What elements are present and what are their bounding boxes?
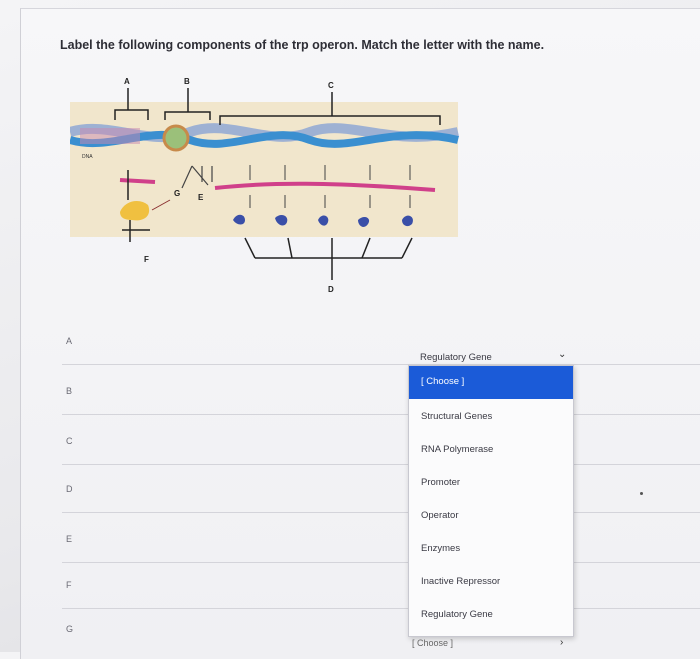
answer-label-b: B (66, 386, 73, 396)
dropdown-option-promoter[interactable]: Promoter (421, 477, 461, 488)
answer-row-f: F (62, 574, 700, 609)
operator-circle (162, 124, 190, 152)
diagram-letter-g: G (174, 189, 180, 198)
diagram-letter-a: A (124, 77, 130, 86)
answer-row-d: D (62, 478, 700, 513)
diagram-letter-e: E (198, 193, 204, 202)
dropdown-option-enzymes[interactable]: Enzymes (421, 543, 461, 554)
answer-label-g: G (66, 624, 74, 634)
dropdown-option-operator[interactable]: Operator (421, 510, 459, 521)
answer-row-e: E (62, 528, 700, 563)
trp-operon-diagram: DNA A B C G E F (70, 77, 460, 294)
dropdown-option-inactive-repressor[interactable]: Inactive Repressor (421, 576, 501, 587)
diagram-letter-c: C (328, 81, 334, 90)
chevron-down-icon: › (560, 637, 564, 648)
answer-row-g: G (62, 618, 700, 652)
diagram-letter-d: D (328, 285, 334, 294)
select-g-value: [ Choose ] (412, 638, 454, 648)
answer-label-c: C (66, 436, 73, 446)
diagram-letter-b: B (184, 77, 190, 86)
cursor-dot (640, 492, 643, 495)
diagram-letter-f: F (144, 255, 149, 264)
answer-row-a: A (62, 330, 700, 365)
answer-select-a[interactable]: Regulatory Gene ⌄ (410, 345, 570, 365)
answer-label-e: E (66, 534, 73, 544)
select-a-value: Regulatory Gene (420, 352, 492, 363)
dropdown-option-regulatory-gene[interactable]: Regulatory Gene (421, 609, 493, 620)
answer-label-d: D (66, 484, 73, 494)
dropdown-option-choose[interactable]: [ Choose ] (409, 366, 573, 399)
question-text: Label the following components of the tr… (60, 38, 545, 52)
dropdown-listbox: [ Choose ] Structural Genes RNA Polymera… (408, 365, 574, 637)
answer-label-f: F (66, 580, 72, 590)
dropdown-option-rna-polymerase[interactable]: RNA Polymerase (421, 444, 494, 455)
dna-label: DNA (82, 154, 93, 160)
answer-label-a: A (66, 336, 73, 346)
repressor-shape (120, 200, 150, 221)
answer-row-b: B (62, 380, 700, 415)
dropdown-option-structural-genes[interactable]: Structural Genes (421, 411, 493, 422)
answer-row-c: C (62, 430, 700, 465)
answer-select-g[interactable]: [ Choose ] › (408, 634, 568, 652)
chevron-down-icon: ⌄ (558, 349, 567, 360)
